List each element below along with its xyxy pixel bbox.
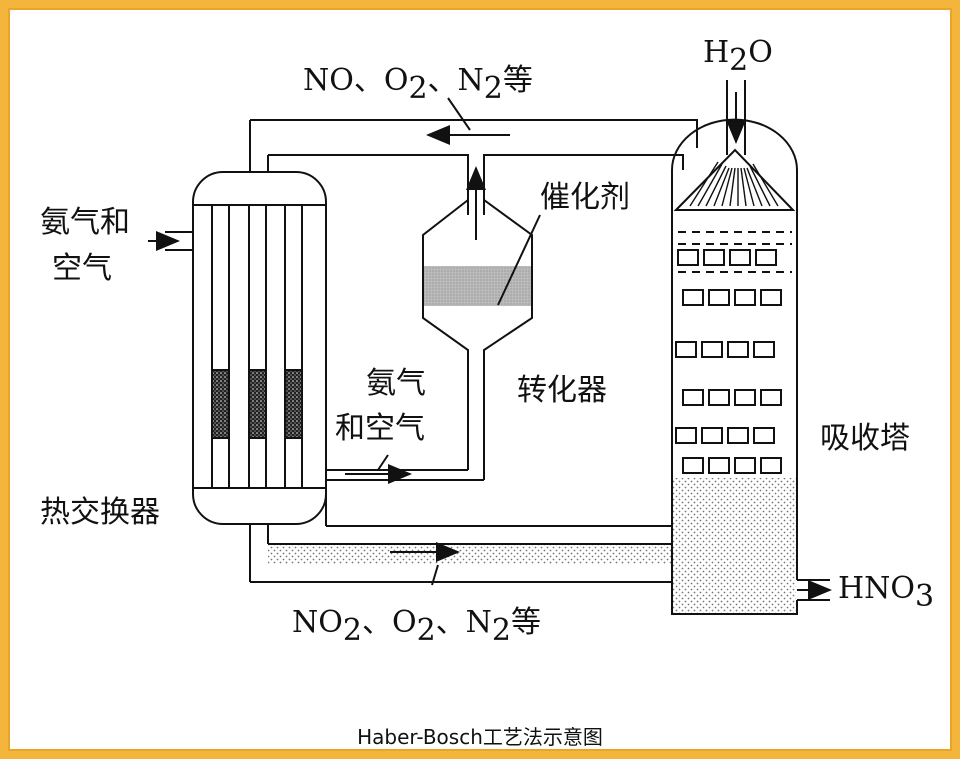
absorber-tower (671, 80, 832, 615)
feed-label-mid-1: 氨气 (366, 366, 426, 401)
top-pipe-outer (250, 119, 698, 148)
absorber-label: 吸收塔 (820, 421, 910, 456)
flow-arrows (148, 97, 510, 586)
water-label: H2O (703, 35, 773, 78)
nitric-acid-label: HNO3 (838, 571, 934, 614)
diagram-caption: Haber-Bosch工艺法示意图 (357, 725, 603, 749)
feed-label-mid-2: 和空气 (335, 411, 425, 446)
heat-exchanger-label: 热交换器 (40, 495, 160, 530)
labels: NO、O2、N2等 H2O 催化剂 氨气和 空气 氨气 和空气 转化器 吸收塔 … (40, 35, 934, 648)
packing-rows (675, 249, 782, 474)
converter-label: 转化器 (517, 373, 607, 408)
catalyst-label: 催化剂 (540, 180, 630, 215)
feed-label-left-2: 空气 (52, 251, 112, 286)
heat-exchanger (165, 120, 327, 582)
converter (422, 166, 541, 480)
image-frame (8, 8, 952, 751)
top-gas-label: NO、O2、N2等 (303, 63, 533, 106)
bottom-gas-label: NO2、O2、N2等 (292, 605, 541, 648)
feed-label-left-1: 氨气和 (40, 205, 130, 240)
